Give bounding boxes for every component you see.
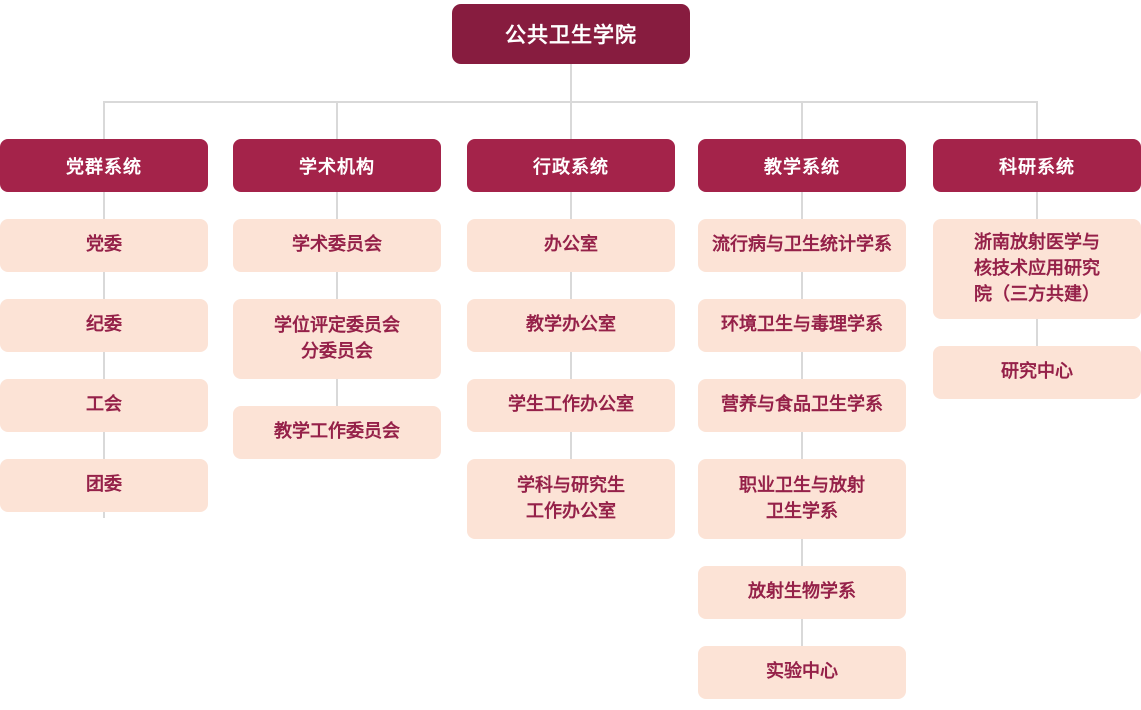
org-node: 党委	[0, 219, 208, 272]
org-node: 环境卫生与毒理学系	[698, 299, 906, 352]
branch-column-administrative: 行政系统 办公室 教学办公室 学生工作办公室 学科与研究生 工作办公室	[467, 139, 675, 539]
org-node: 纪委	[0, 299, 208, 352]
branch-header-academic: 学术机构	[233, 139, 441, 192]
org-node: 学位评定委员会 分委员会	[233, 299, 441, 379]
connector-col2-spine	[336, 101, 338, 459]
org-node: 实验中心	[698, 646, 906, 699]
org-node: 营养与食品卫生学系	[698, 379, 906, 432]
branch-header-party-mass: 党群系统	[0, 139, 208, 192]
org-node: 职业卫生与放射 卫生学系	[698, 459, 906, 539]
branch-column-research: 科研系统 浙南放射医学与 核技术应用研究 院（三方共建） 研究中心	[933, 139, 1141, 399]
branch-column-teaching: 教学系统 流行病与卫生统计学系 环境卫生与毒理学系 营养与食品卫生学系 职业卫生…	[698, 139, 906, 699]
org-node: 流行病与卫生统计学系	[698, 219, 906, 272]
branch-header-administrative: 行政系统	[467, 139, 675, 192]
branch-header-teaching: 教学系统	[698, 139, 906, 192]
org-node: 教学工作委员会	[233, 406, 441, 459]
org-node: 学生工作办公室	[467, 379, 675, 432]
org-node: 浙南放射医学与 核技术应用研究 院（三方共建）	[933, 219, 1141, 319]
org-node: 团委	[0, 459, 208, 512]
branch-column-party-mass: 党群系统 党委 纪委 工会 团委	[0, 139, 208, 512]
org-node: 工会	[0, 379, 208, 432]
root-node: 公共卫生学院	[452, 4, 690, 64]
branch-header-research: 科研系统	[933, 139, 1141, 192]
org-node: 教学办公室	[467, 299, 675, 352]
org-node: 办公室	[467, 219, 675, 272]
branch-column-academic: 学术机构 学术委员会 学位评定委员会 分委员会 教学工作委员会	[233, 139, 441, 459]
org-node: 学科与研究生 工作办公室	[467, 459, 675, 539]
org-node: 放射生物学系	[698, 566, 906, 619]
connector-root-drop	[570, 64, 572, 101]
org-node: 研究中心	[933, 346, 1141, 399]
org-node: 学术委员会	[233, 219, 441, 272]
